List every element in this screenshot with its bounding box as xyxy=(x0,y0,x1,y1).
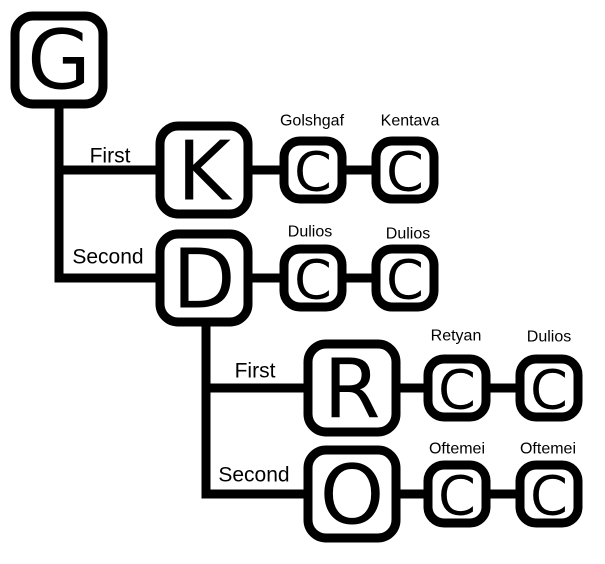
node-d-child-1-letter: C xyxy=(294,249,332,312)
node-k-child-2-letter: C xyxy=(386,141,424,204)
edge-label-first: First xyxy=(90,145,131,168)
node-k: K xyxy=(155,121,253,220)
node-r-box xyxy=(303,339,401,437)
node-d: D xyxy=(155,229,253,328)
node-r-child-1: C Retyan xyxy=(423,328,491,422)
node-k-child-2-box xyxy=(371,136,439,204)
node-k-letter: K xyxy=(177,125,233,220)
root-trunk-line xyxy=(54,104,160,283)
node-o-child-1-box xyxy=(423,460,491,528)
node-o-child-2: C Oftemei xyxy=(515,441,583,528)
node-k-child-2: C Kentava xyxy=(371,113,440,204)
node-k-child-1-box xyxy=(279,136,347,204)
node-k-child-1-letter: C xyxy=(294,141,332,204)
node-o-child-1-label: Oftemei xyxy=(429,441,485,458)
node-d-child-2-label: Dulios xyxy=(386,226,430,243)
node-o-child-1: C Oftemei xyxy=(423,441,491,528)
node-root: G xyxy=(10,11,108,109)
node-r-letter: R xyxy=(324,343,381,438)
node-r: R xyxy=(303,339,401,438)
node-o-child-2-letter: C xyxy=(530,465,568,528)
node-d-child-1: C Dulios xyxy=(279,224,347,312)
edge-label-d-first: First xyxy=(235,360,276,383)
node-k-child-1: C Golshgaf xyxy=(279,113,347,204)
node-k-child-1-label: Golshgaf xyxy=(280,113,345,130)
node-o-letter: O xyxy=(320,449,385,544)
node-o: O xyxy=(303,445,401,544)
node-r-child-1-letter: C xyxy=(438,359,476,422)
node-r-child-2-label: Dulios xyxy=(527,329,571,346)
node-d-child-1-box xyxy=(279,244,347,312)
d-trunk-line xyxy=(201,320,308,499)
edge-label-d-second: Second xyxy=(218,464,289,487)
node-o-child-1-letter: C xyxy=(438,465,476,528)
node-o-child-2-box xyxy=(515,460,583,528)
node-r-child-2-letter: C xyxy=(530,359,568,422)
node-d-child-1-label: Dulios xyxy=(288,224,332,241)
node-r-child-2: C Dulios xyxy=(515,329,583,422)
node-k-box xyxy=(155,121,253,219)
node-d-child-2-box xyxy=(371,244,439,312)
node-root-box xyxy=(10,11,108,109)
node-root-letter: G xyxy=(27,14,91,109)
node-d-child-2-letter: C xyxy=(386,249,424,312)
node-d-box xyxy=(155,229,253,327)
edge-label-second: Second xyxy=(72,246,143,269)
node-r-child-1-box xyxy=(423,354,491,422)
node-o-box xyxy=(303,445,401,543)
node-d-child-2: C Dulios xyxy=(371,226,439,312)
node-o-child-2-label: Oftemei xyxy=(520,441,576,458)
node-d-letter: D xyxy=(172,233,235,328)
node-r-child-1-label: Retyan xyxy=(431,328,482,345)
node-k-child-2-label: Kentava xyxy=(381,113,440,130)
node-r-child-2-box xyxy=(515,354,583,422)
